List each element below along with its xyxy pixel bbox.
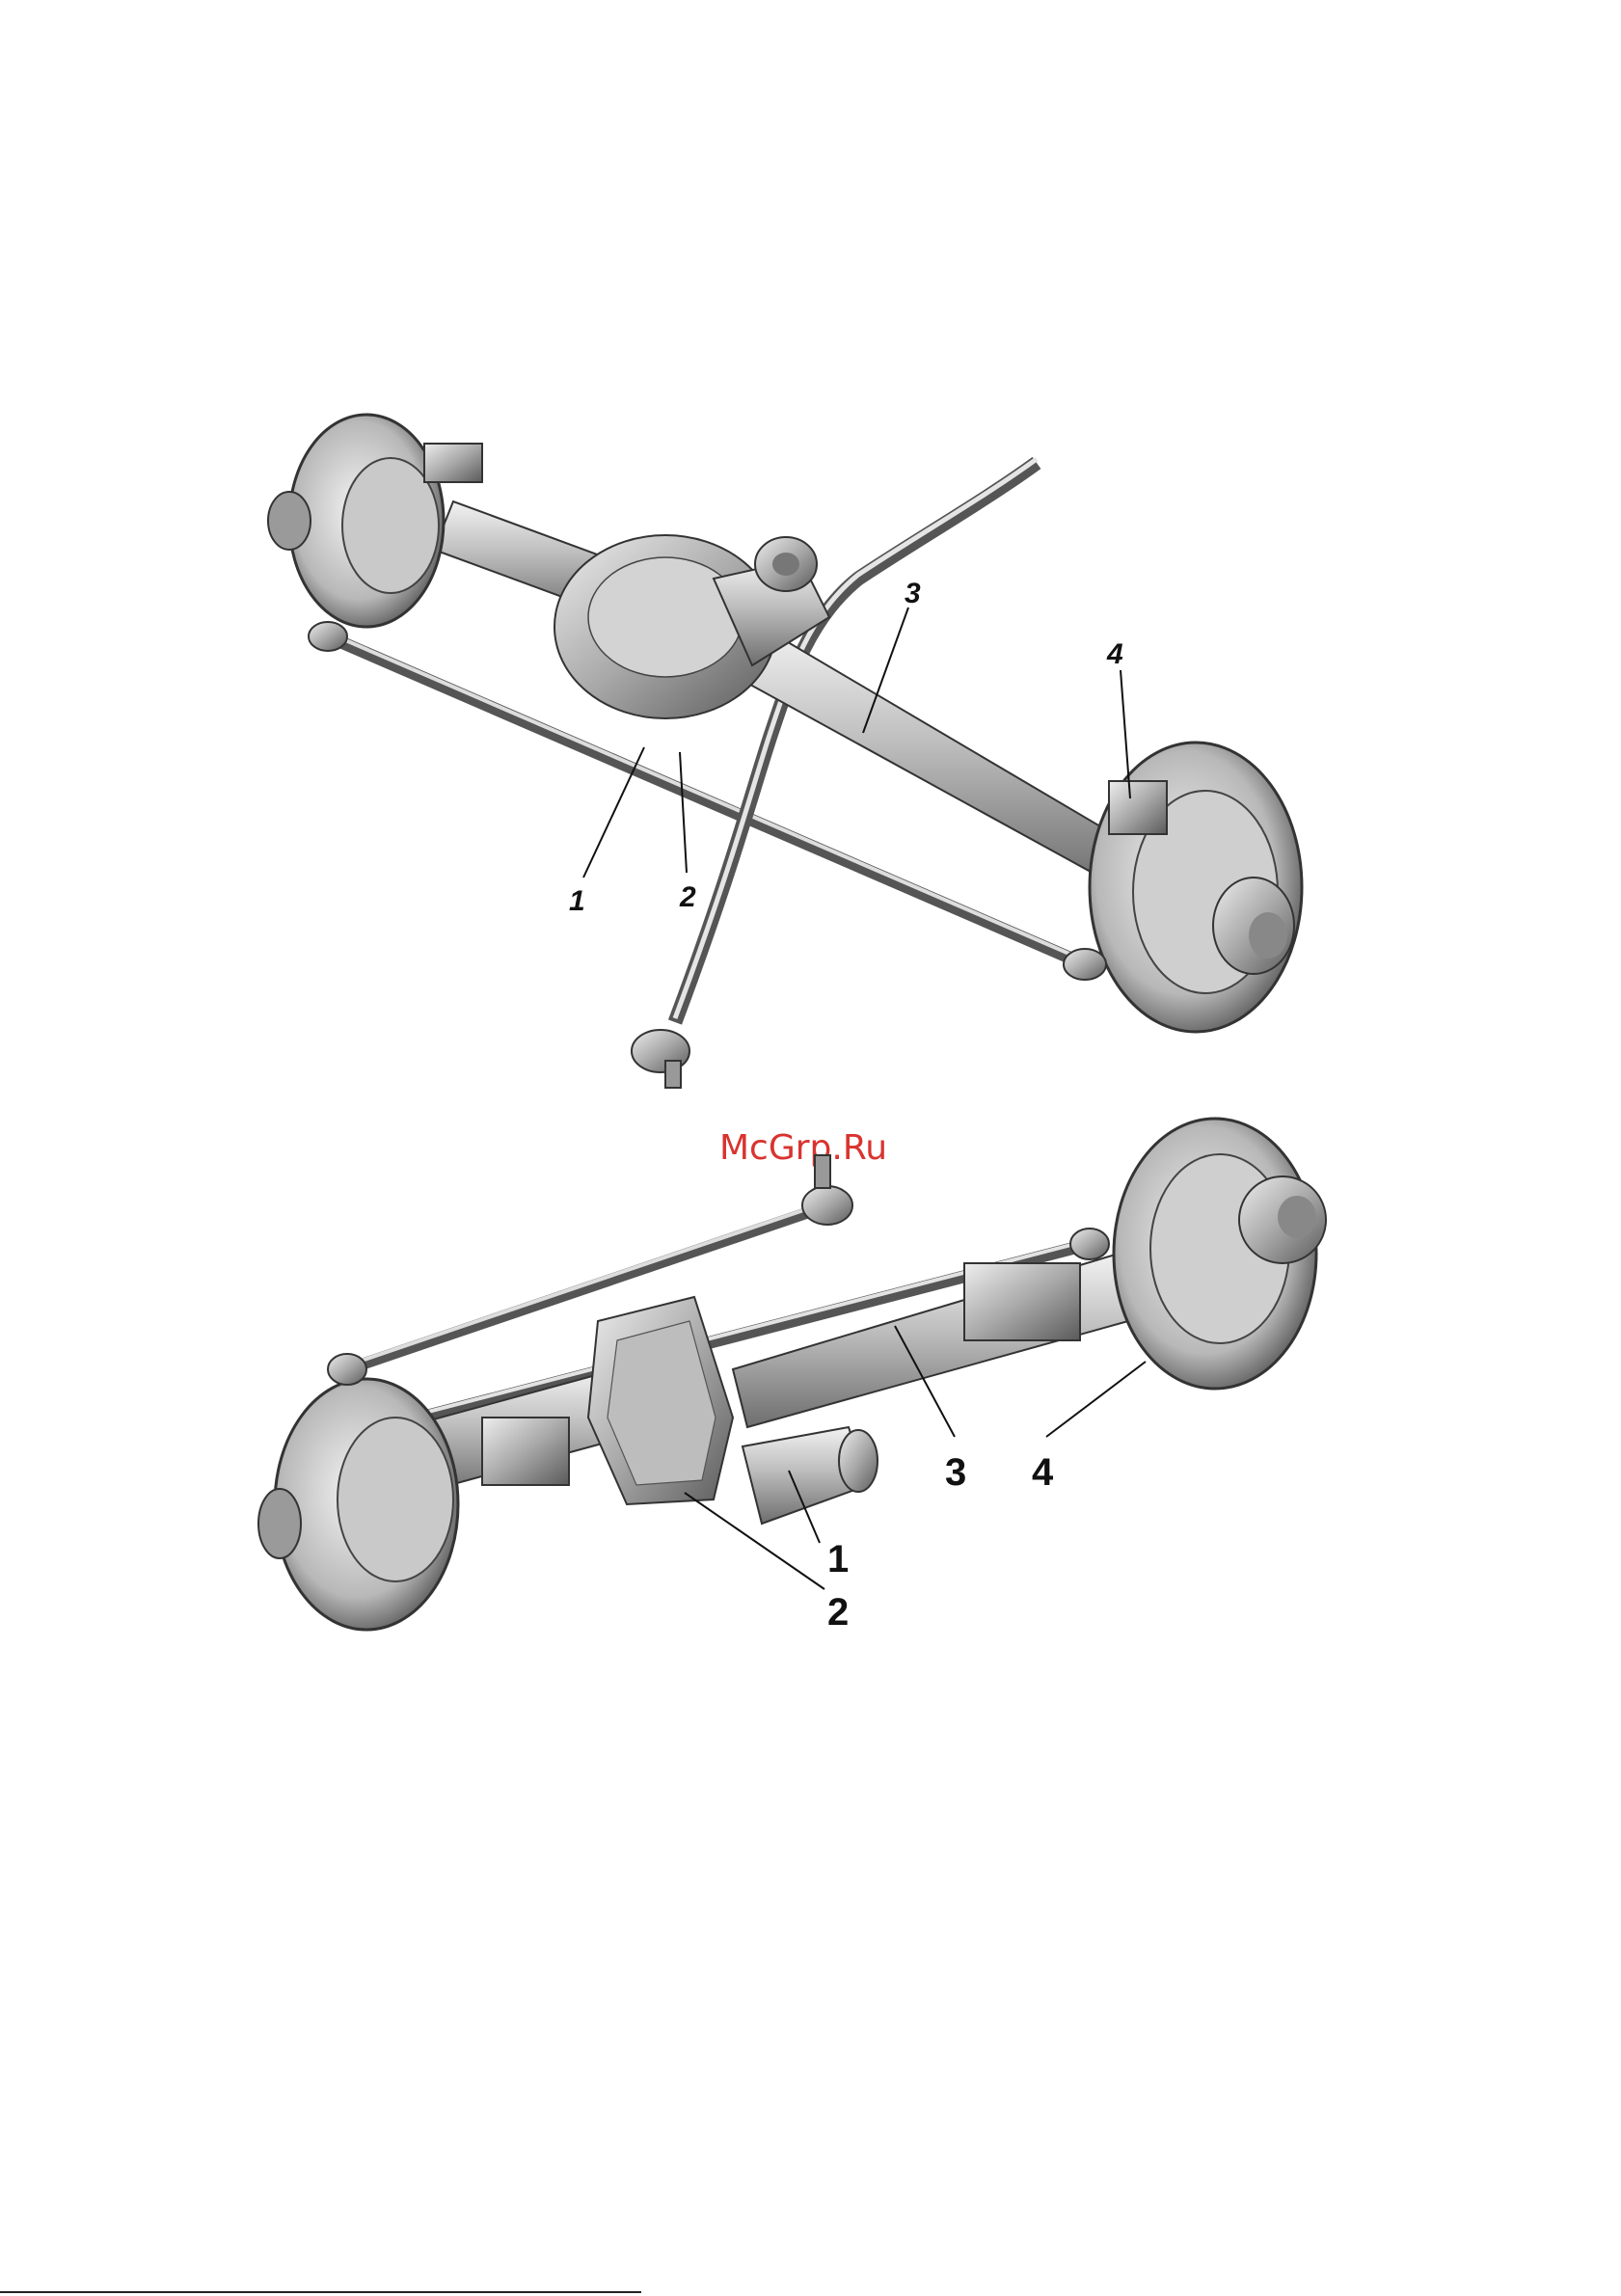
bottom-tie-rod [347, 1210, 815, 1369]
bottom-pinion-nose [743, 1427, 878, 1524]
bottom-callout-2: 2 [827, 1591, 849, 1634]
top-callout-4: 4 [1106, 638, 1123, 670]
bottom-callout-3: 3 [945, 1451, 966, 1494]
bottom-left-hub-assembly [258, 1379, 569, 1630]
top-axle-illustration [268, 415, 1302, 1088]
top-right-brake-disc [1090, 743, 1302, 1032]
top-axle-housing-right [733, 627, 1138, 887]
top-callout-1: 1 [569, 885, 585, 917]
bottom-differential-cover [588, 1297, 733, 1504]
top-pinion-flange [755, 537, 817, 591]
bottom-callout-4: 4 [1032, 1451, 1054, 1494]
watermark-text: McGrp.Ru [719, 1128, 887, 1168]
top-callout-2: 2 [679, 881, 696, 913]
top-drag-link-ball-joint [632, 1030, 689, 1088]
bottom-callout-1: 1 [827, 1538, 849, 1580]
top-callout-3: 3 [905, 578, 921, 609]
bottom-axle-illustration [258, 1119, 1326, 1630]
